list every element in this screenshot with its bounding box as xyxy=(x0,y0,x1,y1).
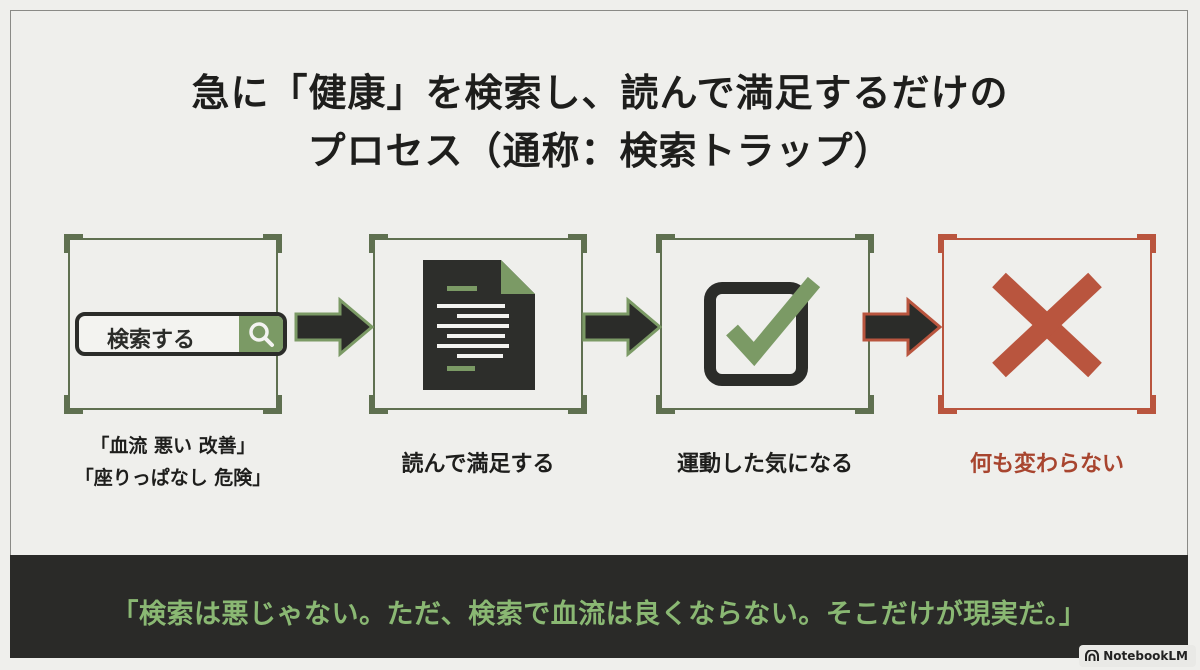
arrow-right-icon xyxy=(582,296,662,358)
notebooklm-logo-icon xyxy=(1085,650,1100,661)
search-query-1: 「血流 悪い 改善」 xyxy=(90,435,256,457)
search-bar-text: 検索する xyxy=(107,328,196,353)
step-checkbox-box xyxy=(656,234,874,414)
slide-title-line2: プロセス（通称：検索トラップ） xyxy=(307,129,893,173)
search-icon xyxy=(239,316,283,352)
step-checkbox-label: 運動した気になる xyxy=(676,452,853,477)
quote-banner: 「検索は悪じゃない。ただ、検索で血流は良くならない。そこだけが現実だ。」 xyxy=(10,555,1188,658)
step-x-label: 何も変わらない xyxy=(969,452,1124,477)
step-x-box xyxy=(938,234,1156,414)
search-bar: 検索する xyxy=(75,312,287,356)
step-search-label: 「血流 悪い 改善」 「座りっぱなし 危険」 xyxy=(48,430,298,494)
checkbox-check-icon xyxy=(704,276,821,386)
notebooklm-badge: NotebookLM xyxy=(1079,645,1196,667)
search-query-2: 「座りっぱなし 危険」 xyxy=(74,467,272,489)
arrow-right-icon xyxy=(294,296,374,358)
document-icon xyxy=(423,260,535,390)
step-search-box: 検索する xyxy=(64,234,287,414)
step-document-box xyxy=(369,234,587,414)
x-mark-icon xyxy=(992,272,1102,378)
step-document-label: 読んで満足する xyxy=(401,452,555,477)
arrow-right-icon xyxy=(862,296,942,358)
quote-text: 「検索は悪じゃない。ただ、検索で血流は良くならない。そこだけが現実だ。」 xyxy=(111,599,1087,630)
slide-title-line1: 急に「健康」を検索し、読んで満足するだけの xyxy=(191,71,1009,115)
watermark-text: NotebookLM xyxy=(1103,649,1188,663)
